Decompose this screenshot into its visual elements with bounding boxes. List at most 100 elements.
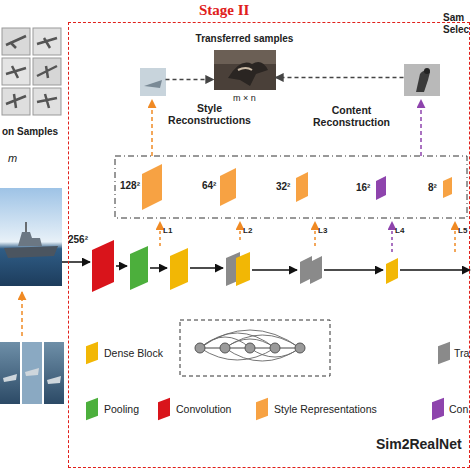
legend-text: Tra bbox=[454, 347, 469, 359]
real-ship-photo bbox=[0, 188, 62, 286]
legend-text: Style Representations bbox=[274, 403, 377, 415]
network-blocks bbox=[170, 248, 188, 290]
style-reconstruction-image bbox=[144, 80, 162, 88]
dashed-arrow bbox=[151, 100, 153, 156]
flow-arrows bbox=[252, 269, 297, 271]
legend-swatch bbox=[256, 398, 268, 420]
reconstruction-label: Style Reconstructions bbox=[166, 102, 254, 126]
simulation-thumbnails bbox=[6, 36, 57, 108]
layer-tag: L3 bbox=[318, 226, 327, 235]
legend-text: Pooling bbox=[104, 403, 139, 415]
transferred-sample-image bbox=[238, 68, 252, 70]
dense-connectivity-sketch bbox=[295, 343, 305, 353]
network-blocks bbox=[236, 252, 250, 286]
content-reconstruction-image bbox=[404, 64, 440, 96]
stage-title: Stage II bbox=[199, 2, 249, 19]
layer-tag: L1 bbox=[163, 226, 172, 235]
dense-connectivity-sketch bbox=[195, 343, 205, 353]
dashed-connector bbox=[166, 79, 214, 80]
transferred-sample-image bbox=[214, 50, 276, 90]
legend-swatch bbox=[432, 398, 444, 420]
transferred-sample-image bbox=[228, 62, 268, 86]
dense-connectivity-sketch bbox=[245, 343, 255, 353]
legend-swatch bbox=[158, 398, 170, 420]
dense-block-sketch-frame bbox=[180, 320, 330, 376]
real-ship-photo bbox=[25, 222, 27, 232]
simulation-thumbnails bbox=[2, 28, 61, 115]
dense-connectivity-sketch bbox=[200, 330, 300, 361]
layer-taps bbox=[314, 222, 316, 246]
flow-arrows bbox=[150, 267, 167, 269]
style-reconstruction-box: Style Reconstructions bbox=[140, 68, 166, 96]
legend-swatch bbox=[86, 398, 98, 420]
feature-maps bbox=[443, 177, 452, 198]
feature-size: 32² bbox=[276, 181, 290, 193]
real-ship-photo bbox=[0, 188, 62, 286]
transferred-sample-image bbox=[214, 50, 276, 64]
style-reconstruction-image bbox=[140, 68, 166, 96]
feature-size: 64² bbox=[202, 180, 216, 192]
style-reconstruction-image bbox=[140, 68, 166, 96]
network-name: Sim2RealNet bbox=[376, 436, 462, 452]
flow-arrow bbox=[62, 261, 90, 263]
feature-maps bbox=[142, 164, 452, 210]
layer-tag: L5 bbox=[458, 226, 467, 235]
legend-swatch bbox=[438, 342, 450, 364]
real-ship-photo bbox=[4, 246, 58, 258]
content-reconstruction-box: Content Reconstruction bbox=[404, 64, 440, 96]
layer-tag: L2 bbox=[243, 226, 252, 235]
legend-text: Con bbox=[449, 403, 468, 415]
panel-caption: on Samples bbox=[2, 126, 58, 138]
network-blocks bbox=[310, 256, 322, 284]
network-blocks bbox=[130, 246, 148, 290]
feature-group-bracket bbox=[115, 156, 467, 218]
cut-panel-title: Sam Selec bbox=[443, 12, 473, 35]
legend-text: Convolution bbox=[176, 403, 231, 415]
real-ship-photo bbox=[18, 232, 42, 246]
dashed-arrow bbox=[21, 292, 23, 336]
network-blocks bbox=[386, 258, 398, 284]
layer-taps bbox=[454, 222, 456, 252]
feature-size: 128² bbox=[120, 180, 140, 192]
legend-swatch bbox=[86, 342, 98, 364]
network-blocks bbox=[92, 240, 114, 292]
real-ship-thumbnails bbox=[3, 368, 61, 384]
legend-text: Dense Block bbox=[104, 347, 163, 359]
flow-arrows bbox=[116, 265, 127, 267]
dense-connectivity-sketch bbox=[195, 330, 305, 361]
sample-count: m × n bbox=[233, 93, 256, 103]
flow-arrows bbox=[190, 267, 223, 269]
real-ship-thumbnails bbox=[44, 342, 64, 404]
input-size: 256² bbox=[68, 234, 88, 246]
transferred-sample-box: Transferred samplesm × n bbox=[214, 50, 276, 90]
layer-taps bbox=[239, 222, 241, 240]
layer-tag: L4 bbox=[395, 226, 404, 235]
stage-region: Transferred samplesm × nStyle Reconstruc… bbox=[68, 22, 470, 468]
dashed-arrow bbox=[420, 100, 422, 156]
feature-maps bbox=[296, 172, 308, 202]
feature-maps bbox=[220, 168, 236, 206]
flow-arrows bbox=[324, 269, 383, 271]
image-heading: Transferred samples bbox=[196, 33, 294, 45]
real-ship-thumbnails bbox=[0, 342, 20, 404]
transferred-sample-image bbox=[214, 50, 276, 90]
sample-count: m bbox=[8, 152, 17, 165]
content-reconstruction-image bbox=[424, 68, 430, 74]
network-blocks bbox=[92, 240, 398, 292]
real-ship-thumbnails bbox=[0, 342, 64, 404]
flow-arrows bbox=[116, 266, 470, 270]
dense-connectivity-sketch bbox=[270, 343, 280, 353]
reconstruction-label: Content Reconstruction bbox=[306, 104, 398, 128]
content-reconstruction-image bbox=[404, 64, 440, 96]
feature-maps bbox=[376, 176, 386, 200]
dashed-connector bbox=[276, 77, 404, 78]
feature-maps bbox=[142, 164, 162, 210]
layer-taps bbox=[159, 222, 161, 246]
layer-taps bbox=[391, 222, 393, 252]
dense-connectivity-sketch bbox=[220, 343, 230, 353]
feature-size: 16² bbox=[356, 182, 370, 194]
flow-arrows bbox=[400, 269, 470, 271]
layer-taps bbox=[160, 222, 455, 252]
feature-size: 8² bbox=[428, 182, 437, 194]
